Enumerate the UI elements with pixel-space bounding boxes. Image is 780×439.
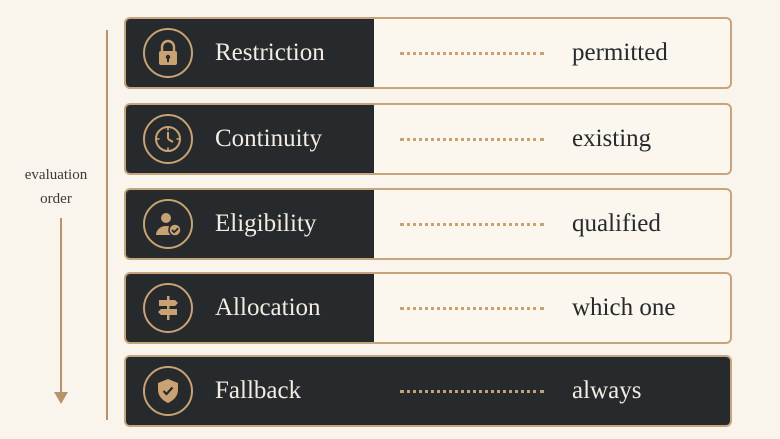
step-header: Restriction <box>126 19 374 87</box>
clock-icon <box>143 114 193 164</box>
dotted-connector <box>400 51 544 55</box>
step-header: Eligibility <box>126 190 374 258</box>
step-outcome: existing <box>572 125 652 152</box>
evaluation-order-label-line2: order <box>40 191 72 207</box>
step-name: Restriction <box>215 39 325 66</box>
shield-check-icon <box>143 366 193 416</box>
signpost-icon <box>143 283 193 333</box>
step-header: Continuity <box>126 105 374 173</box>
person-check-icon <box>143 199 193 249</box>
step-row-restriction: Restriction permitted <box>124 17 732 89</box>
step-row-eligibility: Eligibility qualified <box>124 188 732 260</box>
dotted-connector <box>400 222 544 226</box>
step-row-fallback: Fallback always <box>124 355 732 427</box>
dotted-connector <box>400 389 544 393</box>
step-row-continuity: Continuity existing <box>124 103 732 175</box>
step-name: Continuity <box>215 125 322 152</box>
evaluation-order-label: evaluation order <box>10 163 102 211</box>
dotted-connector <box>400 137 544 141</box>
step-name: Allocation <box>215 294 321 321</box>
step-outcome: qualified <box>572 210 661 237</box>
down-arrow-icon <box>54 392 68 404</box>
step-outcome: which one <box>572 294 676 321</box>
lock-icon <box>143 28 193 78</box>
step-name: Eligibility <box>215 210 317 237</box>
step-outcome: permitted <box>572 39 668 66</box>
step-name: Fallback <box>215 377 302 404</box>
step-header: Fallback <box>126 357 374 425</box>
evaluation-order-label-line1: evaluation <box>24 167 88 183</box>
step-outcome: always <box>572 377 642 404</box>
order-arrow-shaft <box>60 218 62 394</box>
step-header: Allocation <box>126 274 374 342</box>
step-row-allocation: Allocation which one <box>124 272 732 344</box>
dotted-connector <box>400 306 544 310</box>
flow-divider-line <box>106 30 108 420</box>
